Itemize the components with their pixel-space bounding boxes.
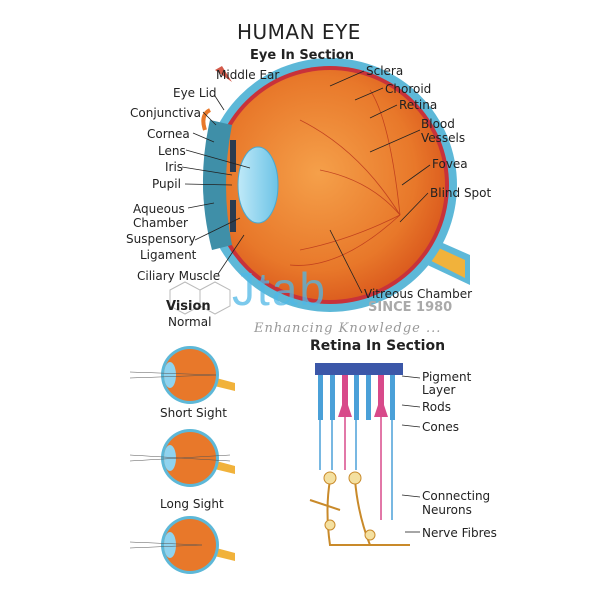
label-middle-ear: Middle Ear <box>216 68 280 82</box>
watermark-tagline: Enhancing Knowledge ... <box>254 321 442 336</box>
label-sclera: Sclera <box>366 64 404 78</box>
vision-heading: Vision <box>166 299 211 314</box>
watermark-hexagons <box>169 281 231 315</box>
label-cornea: Cornea <box>147 127 190 141</box>
retina-cells <box>309 363 410 546</box>
label-blind-spot: Blind Spot <box>430 186 492 200</box>
label-nerve-fibres: Nerve Fibres <box>422 526 497 540</box>
label-pigment-2: Layer <box>422 383 456 397</box>
label-aqueous: Aqueous <box>133 202 185 216</box>
label-pigment: Pigment <box>422 370 472 384</box>
label-normal: Normal <box>168 315 212 329</box>
watermark-since: SINCE 1980 <box>368 300 453 315</box>
label-fovea: Fovea <box>432 157 468 171</box>
label-eye-lid: Eye Lid <box>173 86 217 100</box>
label-rods: Rods <box>422 400 452 414</box>
label-connecting-neurons: Connecting <box>422 489 491 503</box>
label-long-sight: Long Sight <box>160 497 224 511</box>
label-ciliary-muscle: Ciliary Muscle <box>137 269 221 283</box>
label-pupil: Pupil <box>152 177 181 191</box>
main-eye <box>201 58 470 312</box>
label-choroid: Choroid <box>385 82 432 96</box>
label-suspensory-2: Ligament <box>140 248 197 262</box>
vision-eyes <box>129 346 235 574</box>
label-suspensory: Suspensory <box>126 232 196 246</box>
leader-lines <box>181 70 431 533</box>
label-blood-vessels: Blood <box>421 117 455 131</box>
label-lens: Lens <box>158 144 186 158</box>
eye-section-heading: Eye In Section <box>250 48 355 63</box>
label-aqueous-2: Chamber <box>133 216 188 230</box>
page-title: HUMAN EYE <box>237 20 361 44</box>
label-conjunctiva: Conjunctiva <box>130 106 201 120</box>
retina-section-heading: Retina In Section <box>310 338 446 354</box>
label-vitreous: Vitreous Chamber <box>364 287 473 301</box>
label-short-sight: Short Sight <box>160 406 227 420</box>
watermark-logo: Jtab <box>232 263 327 315</box>
label-blood-vessels-2: Vessels <box>421 131 466 145</box>
label-connecting-neurons-2: Neurons <box>422 503 472 517</box>
label-retina: Retina <box>399 98 438 112</box>
label-iris: Iris <box>165 160 184 174</box>
label-cones: Cones <box>422 420 459 434</box>
